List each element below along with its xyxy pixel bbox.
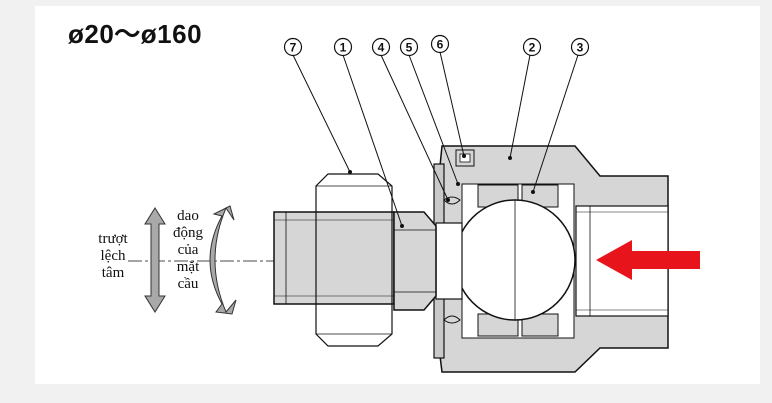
swing-label: dao động của mặt cầu bbox=[171, 208, 205, 293]
slide-label-line: tâm bbox=[101, 265, 125, 281]
ball-neck bbox=[435, 222, 463, 300]
swing-label-line: động bbox=[173, 225, 203, 241]
force-arrow bbox=[596, 240, 700, 280]
callout-7-text: 7 bbox=[290, 41, 297, 55]
callout-4: 4 bbox=[371, 37, 391, 57]
swing-label-line: của bbox=[177, 242, 199, 258]
slide-label-line: trượt bbox=[98, 231, 128, 247]
leader-line-2 bbox=[509, 54, 531, 159]
size-range-title: ø20～ø160 bbox=[68, 19, 203, 49]
callout-6-text: 6 bbox=[437, 38, 444, 52]
callout-1-text: 1 bbox=[340, 41, 347, 55]
callout-3-text: 3 bbox=[577, 41, 584, 55]
leader-dot-6 bbox=[462, 154, 466, 158]
leader-line-6 bbox=[439, 51, 465, 157]
leader-line-7 bbox=[292, 54, 351, 173]
callout-7: 7 bbox=[283, 37, 303, 57]
leader-line-4 bbox=[380, 54, 449, 201]
callout-6: 6 bbox=[430, 34, 450, 54]
callout-2: 2 bbox=[522, 37, 542, 57]
leader-line-1 bbox=[342, 54, 403, 227]
leader-dot-4 bbox=[446, 198, 450, 202]
leader-dot-7 bbox=[348, 170, 352, 174]
leader-dot-3 bbox=[531, 190, 535, 194]
callout-2-text: 2 bbox=[529, 41, 536, 55]
slide-label-line: lệch bbox=[100, 248, 126, 264]
swing-label-line: dao bbox=[177, 208, 199, 224]
callout-1: 1 bbox=[333, 37, 353, 57]
seal-ring-lower bbox=[443, 315, 461, 324]
leader-dot-2 bbox=[508, 156, 512, 160]
callout-5-text: 5 bbox=[406, 41, 413, 55]
stud-hex-flange bbox=[393, 211, 437, 311]
retainer-cap-inner bbox=[459, 153, 471, 163]
leader-line-5 bbox=[408, 54, 459, 185]
threaded-stud bbox=[273, 211, 395, 305]
hex-nut bbox=[315, 173, 393, 347]
leader-line-3 bbox=[532, 54, 579, 193]
slide-label: trượt lệch tâm bbox=[89, 231, 137, 282]
swing-label-line: cầu bbox=[177, 276, 199, 292]
slide-double-arrow bbox=[144, 207, 166, 313]
swing-curved-arrow bbox=[209, 205, 237, 315]
leader-dot-1 bbox=[400, 224, 404, 228]
leader-dot-5 bbox=[456, 182, 460, 186]
callout-4-text: 4 bbox=[378, 41, 385, 55]
callout-3: 3 bbox=[570, 37, 590, 57]
swing-label-line: mặt bbox=[176, 259, 200, 275]
callout-5: 5 bbox=[399, 37, 419, 57]
